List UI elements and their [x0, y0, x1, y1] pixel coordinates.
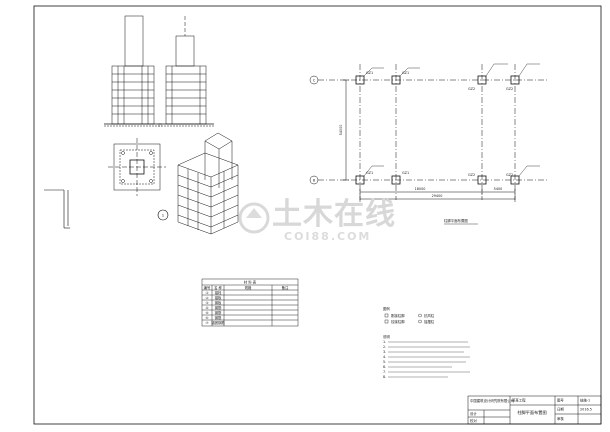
anchor-bolt-detail: [44, 189, 70, 229]
drawing-number: 结施-1: [580, 398, 590, 403]
watermark-logo-icon: [238, 202, 270, 234]
table-cell: 锚板: [215, 295, 222, 300]
detail-marker: 1: [157, 209, 169, 221]
table-header: 名 称: [214, 285, 222, 290]
column-elevation-right: [158, 16, 214, 127]
legend-title: 图例: [383, 306, 390, 311]
table-cell: ③: [205, 301, 208, 305]
column-tags: GZ1 GZ1 GZ2 GZ2 GZ1 GZ1 GZ2 GZ2: [366, 71, 513, 177]
grid-row-label: B: [313, 178, 316, 182]
notes-title: 说明: [383, 334, 390, 339]
note-line: 5.: [383, 360, 386, 364]
plan-caption: 柱脚平面布置图: [444, 218, 468, 223]
grid-row-label: C: [313, 78, 316, 82]
date: 2016.5: [580, 408, 592, 412]
table-cell: ⑦: [205, 321, 208, 325]
column-tag: GZ1: [402, 71, 409, 75]
table-cell: ②: [205, 296, 208, 300]
watermark-text: 土木在线: [272, 197, 396, 232]
sheet-border: [33, 5, 602, 425]
leaders: [363, 63, 540, 177]
note-line: 1.: [383, 340, 386, 344]
note-line: 7.: [383, 370, 386, 374]
material-table-title: 材 料 表: [244, 280, 257, 285]
table-cell: 锚栓: [215, 290, 222, 295]
table-cell: ④: [205, 306, 208, 310]
dimensions: 54000 18000 5400 29400: [339, 125, 502, 198]
material-table: [201, 278, 299, 327]
column-plan-grid: [318, 64, 548, 202]
note-line: 2.: [383, 345, 386, 349]
title-block: [467, 395, 602, 425]
label-date: 日期: [557, 407, 564, 412]
title-block-text: 中国建筑设计研究院有限公司 某某工程 柱脚平面布置图 设计 校对 图号 结施-1…: [470, 398, 592, 424]
legend-item: 摇摆柱: [424, 319, 435, 324]
table-cell: ①: [205, 291, 208, 295]
legend-item: 抗风柱: [424, 313, 435, 318]
legend-item: 刚接柱脚: [391, 313, 405, 318]
table-cell: 钢筋: [215, 305, 222, 310]
drawing-name: 柱脚平面布置图: [517, 409, 546, 416]
note-line: 8.: [383, 375, 386, 379]
column-elevation-left: [104, 15, 162, 127]
base-plate-plan: [108, 138, 166, 196]
note-line: 6.: [383, 365, 386, 369]
note-line: 4.: [383, 355, 386, 359]
detail-marker-label: 1: [162, 213, 165, 218]
column-tag: GZ2: [468, 87, 475, 91]
legend-item: 铰接柱脚: [391, 319, 405, 324]
table-cell: 钢筋: [215, 315, 222, 320]
column-tag: GZ2: [506, 173, 513, 177]
legend-symbol-icon: [384, 313, 422, 324]
column-tag: GZ2: [506, 87, 513, 91]
table-cell: 锚固钢筋: [211, 320, 225, 325]
table-cell: 钢筋: [215, 310, 222, 315]
table-header: 编号: [204, 285, 211, 290]
notes: 说明 1. 2. 3. 4. 5. 6. 7. 8.: [383, 334, 470, 379]
note-line: 3.: [383, 350, 386, 354]
dim-total: 29400: [432, 194, 443, 198]
table-cell: 钢板: [215, 300, 222, 305]
label-review: 审核: [557, 416, 564, 421]
material-table-text: 材 料 表 编号 名 称 规格 备注 ① 锚栓 ② 锚板 ③ 钢板 ④ 钢筋 ⑤…: [204, 280, 289, 325]
column-tag: GZ2: [468, 173, 475, 177]
legend: 图例 刚接柱脚 铰接柱脚 抗风柱 摇摆柱: [383, 306, 435, 324]
column-tag: GZ1: [366, 171, 373, 175]
label-design: 设计: [470, 411, 477, 416]
watermark-subtext: COI88.COM: [284, 230, 371, 243]
watermark: 土木在线 COI88.COM: [238, 197, 396, 243]
label-check: 校对: [470, 418, 477, 423]
company-name: 中国建筑设计研究院有限公司: [470, 398, 514, 403]
label-drawing-no: 图号: [557, 398, 564, 403]
dim-vertical: 54000: [339, 125, 343, 136]
dim-bay-left: 18000: [415, 187, 426, 191]
table-header: 备注: [282, 285, 289, 290]
table-cell: ⑥: [205, 316, 208, 320]
column-cage-isometric: [177, 132, 239, 235]
project-name: 某某工程: [512, 398, 526, 403]
grid-bubbles: C B: [309, 75, 319, 185]
column-tag: GZ1: [402, 171, 409, 175]
column-tag: GZ1: [366, 71, 373, 75]
table-header: 规格: [245, 285, 252, 290]
table-cell: ⑤: [205, 311, 208, 315]
dim-bay-right: 5400: [494, 187, 503, 191]
